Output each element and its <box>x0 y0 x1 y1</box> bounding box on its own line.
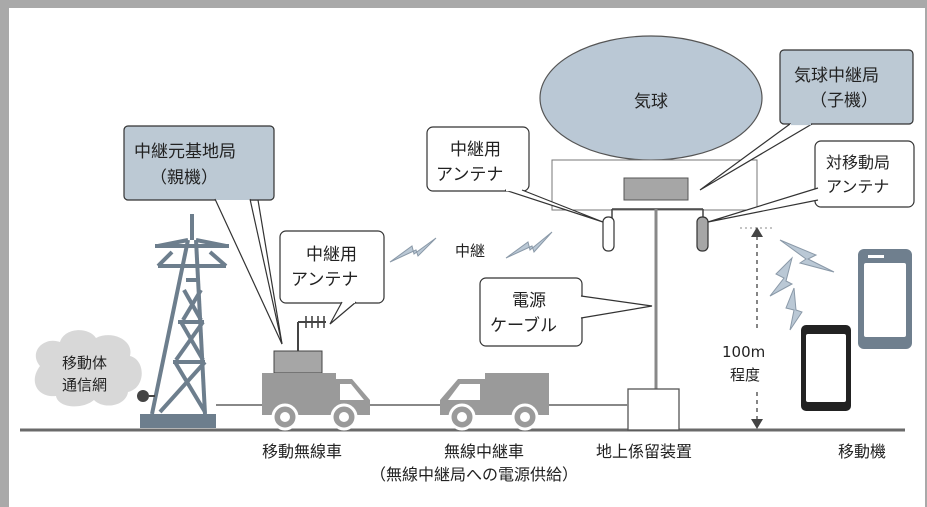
mobile-antenna-label-1: 対移動局 <box>826 153 890 172</box>
mobile-network-cloud: 移動体 通信網 <box>34 330 142 407</box>
relay-source-label-1: 中継元基地局 <box>134 142 236 162</box>
height-label-2: 程度 <box>730 366 760 384</box>
height-indicator: 100m 程度 <box>722 227 774 429</box>
top-antenna-label-1: 中継用 <box>450 140 501 160</box>
phone-icon <box>858 249 912 349</box>
caption-radio-vehicle: 移動無線車 <box>262 442 342 461</box>
relay-source-label-2: （親機） <box>150 168 218 188</box>
callout-top-antenna: 中継用 アンテナ <box>426 126 604 223</box>
callout-power-cable: 電源 ケーブル <box>479 277 653 347</box>
balloon-label: 気球 <box>634 92 668 112</box>
mobile-signal-icon <box>769 239 835 331</box>
callout-relay-source: 中継元基地局 （親機） <box>123 125 283 345</box>
caption-ground-mooring: 地上係留装置 <box>596 442 692 461</box>
diagram-canvas: 気球 <box>9 8 925 507</box>
power-cable-label-2: ケーブル <box>490 315 557 336</box>
height-label-1: 100m <box>722 343 765 361</box>
relay-vehicle-icon <box>440 373 549 431</box>
balloon-relay-label-2: （子機） <box>810 91 878 111</box>
relay-antenna-icon <box>602 216 615 252</box>
tower-icon <box>140 214 229 428</box>
top-antenna-label-2: アンテナ <box>436 165 503 185</box>
callout-truck-antenna: 中継用 アンテナ <box>279 230 385 325</box>
callout-mobile-antenna: 対移動局 アンテナ <box>707 140 915 223</box>
caption-relay-vehicle: 無線中継車 <box>444 442 524 461</box>
tablet-icon <box>801 325 851 411</box>
radio-vehicle-icon <box>262 316 370 431</box>
relay-signal-icon <box>389 231 553 263</box>
ground-mooring-unit <box>627 388 680 431</box>
relay-label: 中継 <box>455 242 485 260</box>
callout-balloon-relay: 気球中継局 （子機） <box>699 49 914 191</box>
mobile-antenna-label-2: アンテナ <box>826 177 889 196</box>
caption-relay-vehicle-note: （無線中継局への電源供給） <box>370 465 578 484</box>
truck-antenna-label-2: アンテナ <box>291 270 358 290</box>
mobile-antenna-icon <box>696 216 709 252</box>
mobile-network-label-1: 移動体 <box>62 354 107 372</box>
network-node-dot <box>137 390 149 402</box>
mobile-network-label-2: 通信網 <box>62 376 107 394</box>
power-cable-label-1: 電源 <box>512 291 546 311</box>
caption-mobile-device: 移動機 <box>838 442 886 461</box>
truck-antenna-label-1: 中継用 <box>306 245 357 265</box>
balloon-relay-label-1: 気球中継局 <box>794 66 879 86</box>
